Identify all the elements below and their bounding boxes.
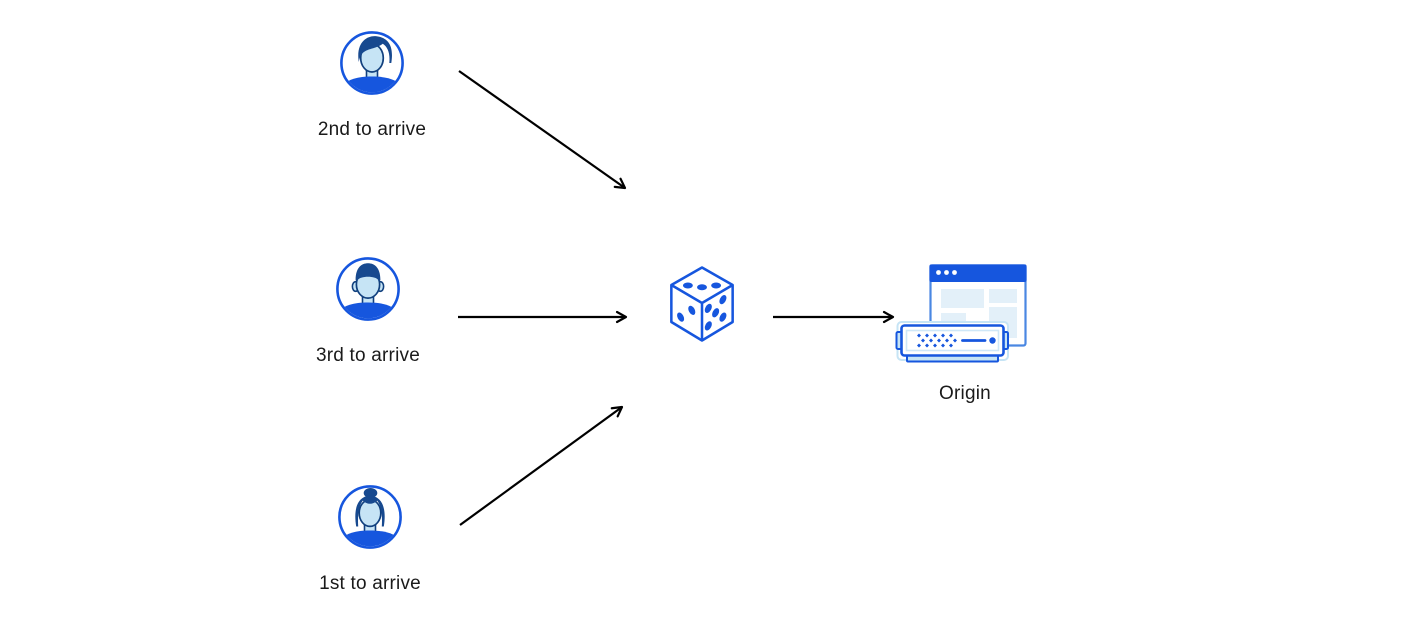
client-label-2nd: 2nd to arrive	[317, 119, 427, 140]
avatar-man-swept-hair-icon	[339, 30, 405, 101]
origin-server-icon	[895, 262, 1029, 371]
client-node-3rd-to-arrive: 3rd to arrive	[288, 256, 448, 366]
avatar-man-short-hair-icon	[335, 256, 401, 327]
client-label-1st: 1st to arrive	[319, 573, 421, 594]
origin-label: Origin	[939, 383, 991, 404]
arrow-2nd-to-balancer	[458, 70, 627, 190]
avatar-woman-bun-icon	[337, 484, 403, 555]
dice-icon	[666, 263, 738, 350]
client-node-1st-to-arrive: 1st to arrive	[290, 484, 450, 594]
load-balancer-node	[666, 263, 738, 350]
client-label-3rd: 3rd to arrive	[316, 345, 420, 366]
arrow-1st-to-balancer	[459, 405, 624, 526]
client-node-2nd-to-arrive: 2nd to arrive	[292, 30, 452, 140]
origin-node: Origin	[895, 262, 1029, 404]
